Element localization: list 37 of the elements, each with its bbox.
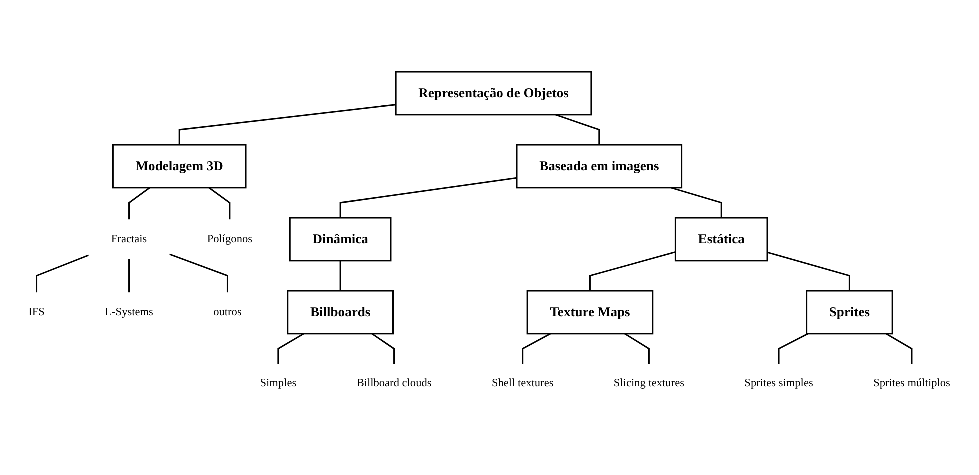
connector: [778, 332, 808, 364]
connector: [589, 251, 676, 291]
node-box: Sprites: [806, 290, 894, 334]
connector: [372, 333, 396, 364]
connector: [208, 187, 231, 220]
connector: [340, 260, 342, 291]
node-box: Dinâmica: [289, 217, 392, 262]
node-text: Billboard clouds: [356, 377, 432, 390]
node-text: Fractais: [111, 232, 148, 246]
connector: [36, 254, 90, 292]
connector: [556, 114, 600, 145]
connector: [278, 332, 304, 364]
node-box: Texture Maps: [526, 290, 654, 334]
node-box: Estática: [674, 217, 768, 262]
node-text: Sprites múltiplos: [874, 377, 950, 390]
node-box: Modelagem 3D: [112, 144, 247, 188]
connector: [128, 258, 130, 292]
node-text: outros: [214, 306, 242, 318]
connector: [340, 177, 518, 218]
node-text: Sprites simples: [744, 377, 814, 390]
node-box: Representação de Objetos: [395, 71, 592, 116]
connector: [169, 253, 228, 292]
node-text: Shell textures: [492, 377, 554, 390]
connector: [671, 186, 722, 218]
node-text: Slicing textures: [614, 377, 684, 390]
connector: [886, 332, 913, 364]
connector: [128, 187, 150, 220]
connector: [178, 104, 396, 145]
connector: [767, 252, 850, 291]
connector: [522, 332, 551, 364]
connector: [624, 333, 650, 364]
node-text: Polígonos: [207, 232, 253, 246]
node-text: IFS: [28, 306, 45, 318]
node-box: Baseada em imagens: [516, 144, 683, 188]
node-text: Simples: [260, 377, 297, 390]
node-box: Billboards: [287, 290, 394, 334]
node-text: L-Systems: [105, 306, 154, 318]
